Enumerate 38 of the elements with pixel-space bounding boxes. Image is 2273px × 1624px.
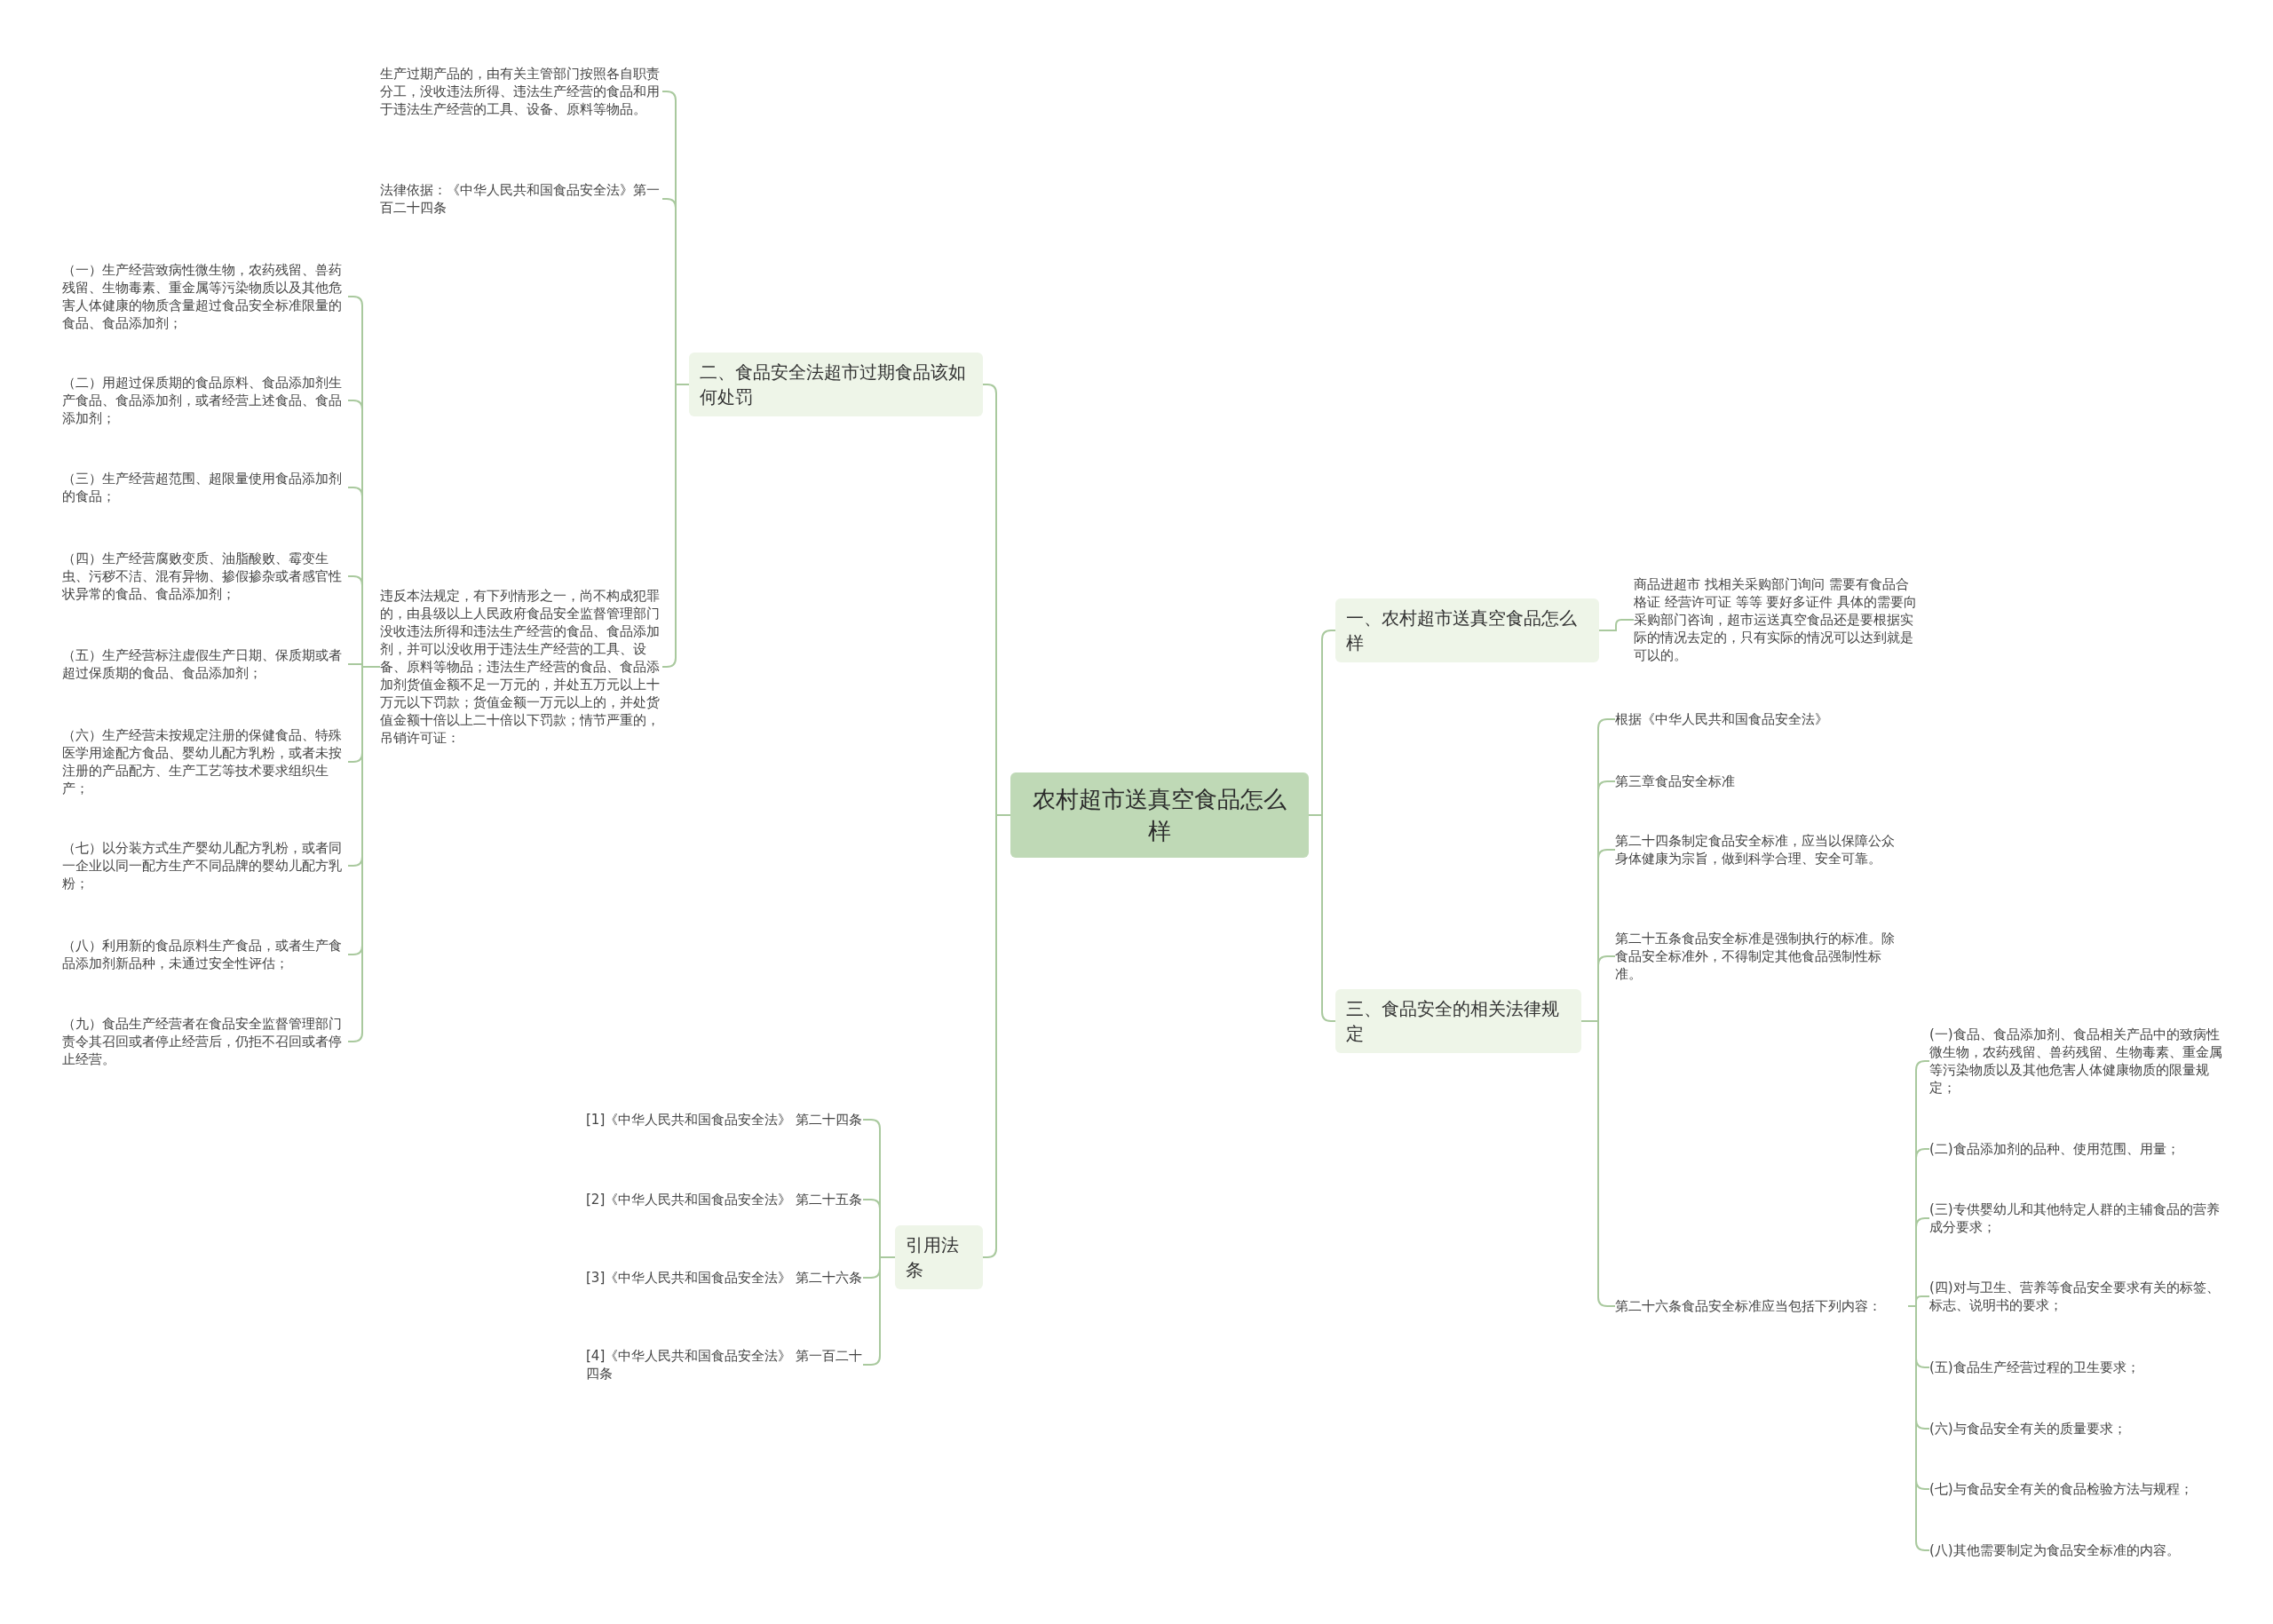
leaf-topic: 商品进超市 找相关采购部门询问 需要有食品合格证 经营许可证 等等 要好多证件 具体的需要向采购部门咨询，超市运送真空食品还是要根据实际的情况去定的，只有实际的情况可以达到就是可以的。 [1634, 575, 1918, 664]
leaf-topic: 第三章食品安全标准 [1615, 772, 1899, 790]
leaf-topic: 法律依据：《中华人民共和国食品安全法》第一百二十四条 [380, 181, 662, 217]
leaf-topic: 第二十五条食品安全标准是强制执行的标准。除食品安全标准外，不得制定其他食品强制性标准。 [1615, 930, 1899, 983]
leaf-topic: [1]《中华人民共和国食品安全法》 第二十四条 [586, 1111, 863, 1129]
leaf-topic: 第二十六条食品安全标准应当包括下列内容： [1615, 1297, 1908, 1315]
leaf-topic: (二)食品添加剂的品种、使用范围、用量； [1929, 1140, 2222, 1158]
leaf-topic: （九）食品生产经营者在食品安全监督管理部门责令其召回或者停止经营后，仍拒不召回或者停止经营。 [62, 1015, 348, 1068]
leaf-topic: （八）利用新的食品原料生产食品，或者生产食品添加剂新品种，未通过安全性评估； [62, 937, 348, 972]
leaf-topic: 生产过期产品的，由有关主管部门按照各自职责分工，没收违法所得、违法生产经营的食品和用于违法生产经营的工具、设备、原料等物品。 [380, 65, 662, 118]
leaf-topic: 违反本法规定，有下列情形之一，尚不构成犯罪的，由县级以上人民政府食品安全监督管理部门没收违法所得和违法生产经营的食品、食品添加剂，并可以没收用于违法生产经营的工具、设备、原料等物品；违法生产经营的食品、食品添加剂货值金额不足一万元的，并处五万元以上十万元以下罚款；货值金额一万元以上的，并处货值金额十倍以上二十倍以下罚款；情节严重的，吊销许可证： [380, 587, 662, 747]
leaf-topic: [2]《中华人民共和国食品安全法》 第二十五条 [586, 1191, 863, 1208]
leaf-topic: (一)食品、食品添加剂、食品相关产品中的致病性微生物，农药残留、兽药残留、生物毒素、重金属等污染物质以及其他危害人体健康物质的限量规定； [1929, 1026, 2222, 1097]
leaf-topic: 第二十四条制定食品安全标准，应当以保障公众身体健康为宗旨，做到科学合理、安全可靠。 [1615, 832, 1899, 867]
leaf-topic: [3]《中华人民共和国食品安全法》 第二十六条 [586, 1269, 863, 1287]
branch-topic: 三、食品安全的相关法律规定 [1335, 989, 1581, 1053]
leaf-topic: （五）生产经营标注虚假生产日期、保质期或者超过保质期的食品、食品添加剂； [62, 646, 348, 682]
leaf-topic: （七）以分装方式生产婴幼儿配方乳粉，或者同一企业以同一配方生产不同品牌的婴幼儿配方乳粉； [62, 839, 348, 892]
leaf-topic: （三）生产经营超范围、超限量使用食品添加剂的食品； [62, 470, 348, 505]
root-topic: 农村超市送真空食品怎么样 [1010, 772, 1309, 858]
branch-topic: 一、农村超市送真空食品怎么样 [1335, 598, 1599, 662]
connector-line [661, 384, 690, 668]
branch-topic: 引用法条 [895, 1225, 983, 1289]
leaf-topic: （二）用超过保质期的食品原料、食品添加剂生产食品、食品添加剂，或者经营上述食品、食品添加剂； [62, 374, 348, 427]
connector-line [1598, 619, 1635, 631]
connector-line [1580, 1020, 1616, 1307]
leaf-topic: （四）生产经营腐败变质、油脂酸败、霉变生虫、污秽不洁、混有异物、掺假掺杂或者感官性状异常的食品、食品添加剂； [62, 550, 348, 603]
leaf-topic: 根据《中华人民共和国食品安全法》 [1615, 710, 1899, 728]
leaf-topic: （六）生产经营未按规定注册的保健食品、特殊医学用途配方食品、婴幼儿配方乳粉，或者未按注册的产品配方、生产工艺等技术要求组织生产； [62, 726, 348, 797]
leaf-topic: (七)与食品安全有关的食品检验方法与规程； [1929, 1480, 2222, 1498]
leaf-topic: [4]《中华人民共和国食品安全法》 第一百二十四条 [586, 1347, 863, 1382]
leaf-topic: (八)其他需要制定为食品安全标准的内容。 [1929, 1541, 2222, 1559]
leaf-topic: (六)与食品安全有关的质量要求； [1929, 1420, 2222, 1438]
leaf-topic: (四)对与卫生、营养等食品安全要求有关的标签、标志、说明书的要求； [1929, 1279, 2222, 1314]
branch-topic: 二、食品安全法超市过期食品该如何处罚 [689, 353, 983, 416]
leaf-topic: (五)食品生产经营过程的卫生要求； [1929, 1359, 2222, 1376]
leaf-topic: (三)专供婴幼儿和其他特定人群的主辅食品的营养成分要求； [1929, 1200, 2222, 1236]
leaf-topic: （一）生产经营致病性微生物，农药残留、兽药残留、生物毒素、重金属等污染物质以及其他危害人体健康的物质含量超过食品安全标准限量的食品、食品添加剂； [62, 261, 348, 332]
